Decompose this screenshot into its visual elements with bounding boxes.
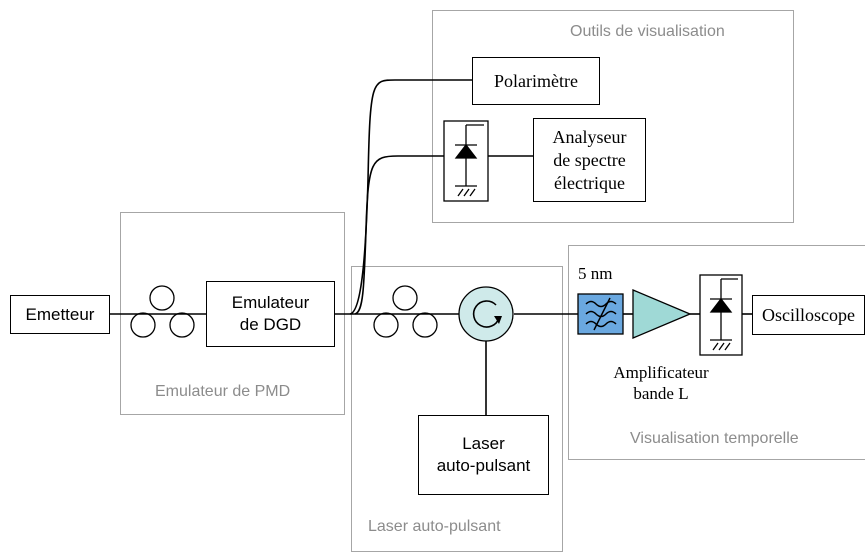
photodiode-lower-icon: [699, 274, 743, 356]
amplifier-icon: [632, 289, 692, 339]
group-label-laser: Laser auto-pulsant: [368, 518, 501, 535]
circulator-icon: [458, 286, 514, 342]
amplificateur-label: Amplificateur bande L: [613, 363, 709, 403]
group-label-temporelle: Visualisation temporelle: [630, 430, 799, 447]
photodiode-upper-icon: [443, 120, 489, 202]
group-visualisation-temporelle: [568, 245, 865, 460]
laser-auto-pulsant-block: Laser auto-pulsant: [418, 415, 549, 495]
analyseur-spectre-block: Analyseur de spectre électrique: [533, 118, 646, 202]
polarimetre-block: Polarimètre: [472, 57, 600, 105]
group-outils-de-visualisation: [432, 10, 794, 223]
emetteur-block: Emetteur: [10, 295, 110, 334]
group-label-outils: Outils de visualisation: [570, 23, 725, 40]
oscilloscope-block: Oscilloscope: [752, 295, 865, 335]
polarization-controller-1-icon: [130, 285, 195, 338]
emulateur-dgd-block: Emulateur de DGD: [206, 281, 335, 347]
group-label-pmd: Emulateur de PMD: [155, 383, 291, 400]
bandpass-filter-icon: [577, 293, 624, 335]
filter-bandwidth-label: 5 nm: [578, 264, 613, 283]
polarization-controller-2-icon: [373, 285, 438, 338]
